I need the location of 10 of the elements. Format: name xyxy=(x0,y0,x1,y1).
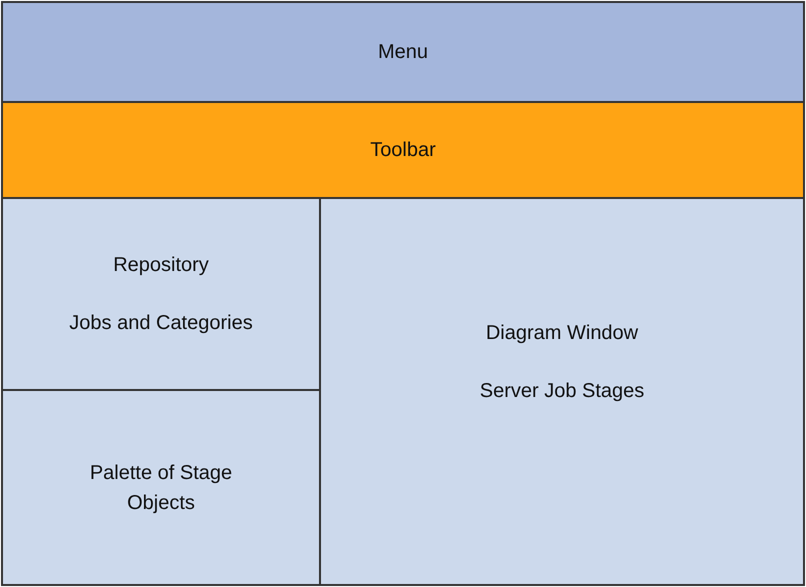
toolbar xyxy=(3,103,803,199)
repository-pane xyxy=(3,199,321,391)
pane-description: Jobs and Categories xyxy=(69,311,253,336)
pane-title: Diagram Window xyxy=(486,320,638,346)
pane-title: Repository xyxy=(113,253,209,278)
pane-title: Palette of Stage Objects xyxy=(88,460,234,516)
toolbar-label: Toolbar xyxy=(370,138,436,163)
pane-description: Server Job Stages xyxy=(480,378,644,404)
menu-label: Menu xyxy=(378,40,428,65)
menu-bar xyxy=(3,3,803,103)
